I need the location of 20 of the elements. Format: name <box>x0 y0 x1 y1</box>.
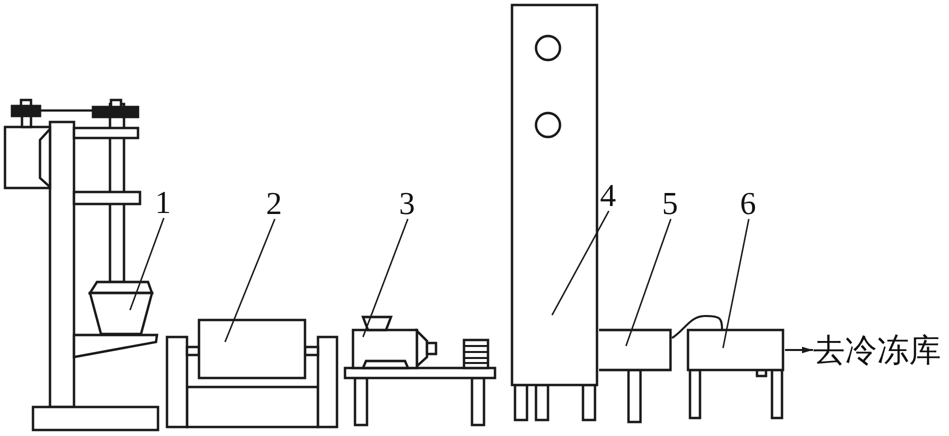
callout-number: 1 <box>155 186 171 218</box>
callout-number: 2 <box>266 187 282 219</box>
hose-line <box>671 314 724 339</box>
leader-line <box>129 218 164 310</box>
callout-number: 3 <box>399 187 415 219</box>
leader-line <box>551 210 610 316</box>
leader-line <box>722 218 750 348</box>
drum-machine-drawing <box>165 318 339 429</box>
table-machine-drawing <box>343 315 497 427</box>
callout-number: 6 <box>740 187 756 219</box>
box-machine-drawing <box>686 328 785 420</box>
leader-line <box>362 218 408 338</box>
leader-line <box>224 218 276 342</box>
destination-label: 去冷冻库 <box>813 334 941 366</box>
box-machine-drawing <box>598 328 672 424</box>
callout-number: 5 <box>662 187 678 219</box>
tall-cabinet-drawing <box>510 3 598 422</box>
callout-number: 4 <box>600 179 616 211</box>
leader-line <box>625 218 672 346</box>
arrow <box>785 346 813 354</box>
